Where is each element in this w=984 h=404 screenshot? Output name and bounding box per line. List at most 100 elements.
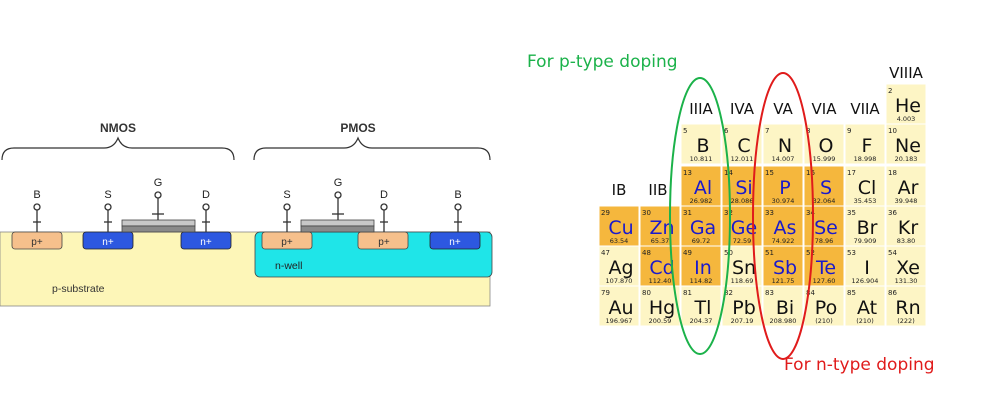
atomic-number: 83 [765,289,774,297]
group-header: VIA [812,100,838,118]
nwell-label: n-well [275,260,302,272]
element-symbol: Bi [776,297,794,319]
atomic-number: 54 [888,249,897,257]
atomic-mass: (210) [815,317,832,325]
atomic-number: 81 [683,289,692,297]
atomic-number: 47 [601,249,610,257]
element-symbol: At [857,297,877,319]
element-symbol: Cu [608,217,633,239]
atomic-mass: 72.59 [733,237,752,245]
element-symbol: Ga [690,217,716,239]
element-symbol: Br [857,217,878,239]
p-type-ellipse [669,77,731,355]
element-symbol: Au [608,297,633,319]
atomic-mass: 12.011 [731,155,754,163]
pmos-region-label: p+ [281,237,293,248]
atomic-mass: 74.922 [772,237,795,245]
group-header: VIIA [850,100,880,118]
element-symbol: As [774,217,797,239]
nmos-region-label: n+ [200,237,212,248]
element-symbol: Ag [608,257,633,279]
atomic-mass: 35.453 [854,197,877,205]
atomic-number: 29 [601,209,610,217]
element-symbol: Cl [858,177,877,199]
nmos-terminal-s: S [104,189,111,201]
atomic-number: 7 [765,127,769,135]
atomic-number: 48 [642,249,651,257]
atomic-number: 52 [806,249,815,257]
atomic-mass: 79.909 [854,237,877,245]
atomic-number: 85 [847,289,856,297]
atomic-mass: 32.064 [813,197,836,205]
pmos-title: PMOS [340,121,375,135]
atomic-mass: 126.904 [852,277,879,285]
atomic-number: 86 [888,289,897,297]
cmos-cross-section: NMOS PMOS B S G D S G D B p+ n+ n+ p+ p+… [0,121,493,307]
atomic-mass: 131.30 [895,277,918,285]
nmos-terminal-b: B [33,189,40,201]
element-symbol: Si [735,177,752,199]
atomic-mass: 69.72 [692,237,711,245]
pmos-terminal-s: S [283,189,290,201]
nmos-region-label: p+ [31,237,43,248]
atomic-mass: 121.75 [772,277,795,285]
atomic-number: 6 [724,127,729,135]
atomic-number: 15 [765,169,774,177]
element-symbol: Al [694,177,712,199]
atomic-mass: 78.96 [815,237,834,245]
atomic-number: 35 [847,209,856,217]
atomic-number: 53 [847,249,856,257]
atomic-number: 13 [683,169,692,177]
group-header: IIIA [689,100,713,118]
atomic-mass: (222) [897,317,914,325]
atomic-mass: 28.086 [731,197,754,205]
atomic-number: 32 [724,209,733,217]
element-symbol: In [694,257,712,279]
atomic-mass: 112.40 [649,277,672,285]
element-symbol: Se [814,217,838,239]
element-symbol: P [779,177,790,199]
atomic-mass: 10.811 [690,155,713,163]
group-header: IVA [730,100,755,118]
atomic-number: 8 [806,127,810,135]
element-symbol: Ne [895,135,921,157]
element-symbol: Xe [896,257,920,279]
atomic-number: 17 [847,169,856,177]
atomic-number: 33 [765,209,774,217]
atomic-mass: 30.974 [772,197,795,205]
atomic-mass: 20.183 [895,155,918,163]
nmos-terminal-g: G [154,177,163,189]
atomic-mass: 26.982 [690,197,713,205]
atomic-number: 31 [683,209,692,217]
element-symbol: C [737,135,750,157]
element-symbol: F [862,135,873,157]
atomic-number: 18 [888,169,897,177]
atomic-mass: 208.980 [770,317,797,325]
n-type-annotation: For n-type doping [784,355,935,375]
atomic-mass: 118.69 [731,277,754,285]
atomic-number: 80 [642,289,651,297]
element-symbol: Pb [732,297,756,319]
